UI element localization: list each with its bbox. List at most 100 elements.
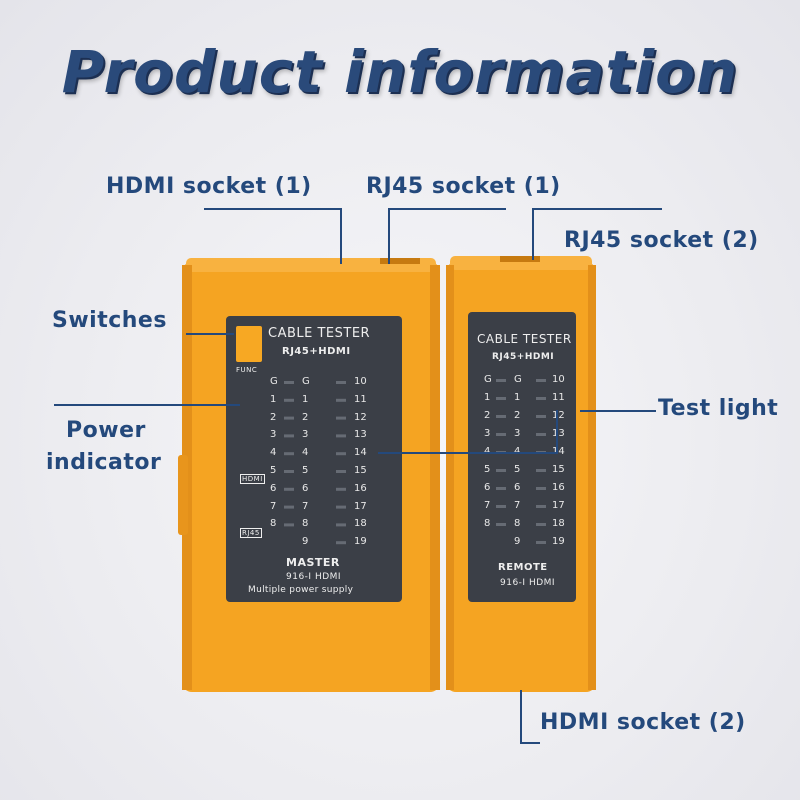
remote-header: CABLE TESTER <box>477 332 572 346</box>
label-hdmi-socket-1: HDMI socket (1) <box>106 174 312 199</box>
led <box>284 398 294 402</box>
pin-label: 18 <box>552 518 565 529</box>
pin-label: 7 <box>270 500 277 512</box>
pin-label: 7 <box>514 500 521 511</box>
pin-label: 3 <box>484 428 491 439</box>
pin-label: 19 <box>354 536 367 548</box>
line-rj45-2-v <box>532 208 534 260</box>
led <box>336 541 346 545</box>
pin-label: 5 <box>270 465 277 476</box>
pin-label: 18 <box>354 518 367 530</box>
led <box>496 379 506 382</box>
label-indicator: indicator <box>46 450 162 475</box>
pin-label: 9 <box>302 536 309 548</box>
master-supply: Multiple power supply <box>248 585 354 595</box>
pin-label: 11 <box>354 393 367 405</box>
led <box>496 523 506 526</box>
led <box>336 470 346 473</box>
line-hdmi2-v <box>520 690 522 744</box>
led <box>496 487 506 490</box>
pin-label: 17 <box>552 500 565 511</box>
line-switches <box>186 333 234 335</box>
led <box>496 505 506 508</box>
line-rj45-2-h <box>532 208 662 210</box>
pin-label: 16 <box>354 482 367 494</box>
master-header: CABLE TESTER <box>268 326 371 341</box>
pin-label: 1 <box>270 393 277 405</box>
pin-label: G <box>302 376 310 387</box>
pin-label: 10 <box>552 374 565 385</box>
led <box>336 398 346 402</box>
led <box>536 397 546 400</box>
label-test-light: Test light <box>658 396 779 421</box>
pin-label: 8 <box>514 518 521 529</box>
line-rj45-1-v <box>388 208 390 264</box>
page-title: Product information <box>61 38 739 106</box>
pin-label: 10 <box>354 376 367 387</box>
pin-label: 14 <box>354 447 367 459</box>
led <box>284 505 294 509</box>
led <box>284 416 294 420</box>
pin-label: 6 <box>484 482 491 493</box>
pin-label: 19 <box>552 536 565 547</box>
line-hdmi1-h <box>204 208 342 210</box>
led <box>336 505 346 509</box>
line-test-light-1 <box>378 452 558 454</box>
led <box>536 379 546 382</box>
line-rj45-1-h <box>388 208 506 210</box>
pin-label: 3 <box>270 429 277 441</box>
label-switches: Switches <box>52 308 167 333</box>
master-name: MASTER <box>286 556 340 569</box>
pin-label: 1 <box>302 393 309 405</box>
line-hdmi2-h <box>520 742 540 744</box>
pin-label: 5 <box>302 465 309 476</box>
pin-label: 6 <box>302 482 309 494</box>
pin-label: 12 <box>552 410 565 421</box>
pin-label: G <box>484 374 492 385</box>
pin-label: 3 <box>302 429 309 441</box>
led <box>536 469 546 472</box>
remote-panel <box>468 312 576 602</box>
side-wheel <box>178 455 188 535</box>
pin-label: 14 <box>552 446 565 457</box>
led <box>336 487 346 491</box>
led <box>284 470 294 473</box>
led <box>284 434 294 438</box>
pin-label: 8 <box>484 518 491 529</box>
led <box>336 434 346 438</box>
pin-label: 11 <box>552 392 565 403</box>
pin-label: 8 <box>270 518 277 530</box>
label-rj45-socket-1: RJ45 socket (1) <box>366 174 561 199</box>
led <box>284 381 294 384</box>
led <box>536 505 546 508</box>
pin-label: 15 <box>552 464 565 475</box>
remote-unit <box>446 256 596 692</box>
pin-label: 2 <box>514 410 521 421</box>
pin-label: 13 <box>354 429 367 441</box>
pin-label: 2 <box>302 411 309 423</box>
led <box>336 523 346 527</box>
led <box>536 433 546 436</box>
func-switch[interactable] <box>236 326 262 362</box>
rj45-port-2 <box>500 256 540 262</box>
rj45-tag: RJ45 <box>240 528 262 538</box>
led <box>336 452 346 456</box>
pin-label: 7 <box>484 500 491 511</box>
pin-label: 4 <box>270 447 277 459</box>
pin-label: 15 <box>354 465 367 476</box>
pin-label: 3 <box>514 428 521 439</box>
pin-label: 1 <box>484 392 491 403</box>
pin-label: 1 <box>514 392 521 403</box>
pin-label: 4 <box>302 447 309 459</box>
pin-label: 13 <box>552 428 565 439</box>
pin-label: 4 <box>484 446 490 457</box>
master-unit <box>178 258 440 692</box>
hdmi-tag: HDMI <box>240 474 265 484</box>
led <box>536 415 546 418</box>
remote-model: 916-I HDMI <box>500 578 556 588</box>
pin-label: G <box>514 374 522 385</box>
pin-label: 8 <box>302 518 309 530</box>
master-sub: RJ45+HDMI <box>282 346 351 357</box>
led <box>496 415 506 418</box>
pin-label: 6 <box>270 482 277 494</box>
